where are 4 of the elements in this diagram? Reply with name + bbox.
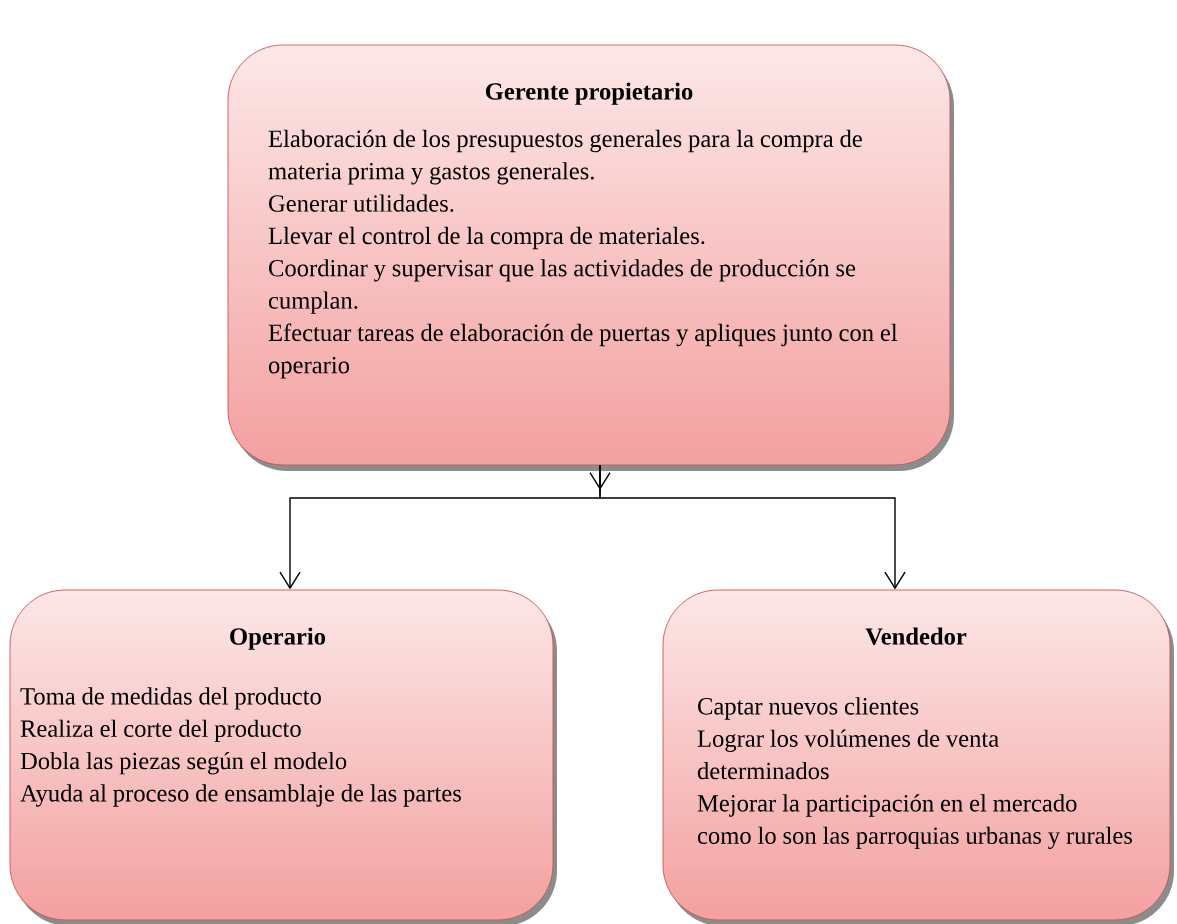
- process-box: Gerente propietario Elaboración de los presupuestos generales para la compra de materia prima y gastos generales. Generar utilidades. Llevar el control de la compra de materiales. Coordinar y supervisar que las actividades de producción se cumplan. Efectuar tareas de elaboración de puertas y apliques junto con el operario: [227, 44, 954, 471]
- process-box: Vendedor Captar nuevos clientes Lograr los volúmenes de venta determinados Mejorar la participación en el mercado como lo son las parroquias urbanas y rurales: [662, 589, 1174, 924]
- process-box: Operario Toma de medidas del producto Realiza el corte del producto Dobla las piezas según el modelo Ayuda al proceso de ensamblaje de las partes: [9, 589, 557, 924]
- arrow: [599, 464, 906, 590]
